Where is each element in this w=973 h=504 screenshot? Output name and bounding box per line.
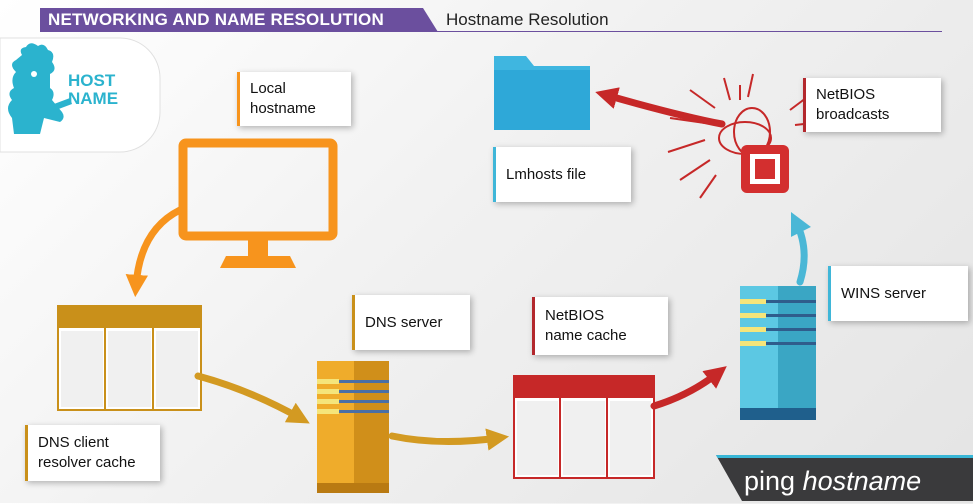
header-divider — [430, 31, 942, 32]
arrow-wins-to-broadcast — [790, 211, 812, 286]
label-netbios-name-cache: NetBIOS name cache — [532, 297, 668, 355]
ping-command-arg: hostname — [802, 466, 922, 496]
arrow-dns-to-netbios-cache — [388, 428, 510, 451]
label-dns-server: DNS server — [352, 295, 470, 350]
chip-broadcast-icon — [667, 73, 823, 199]
table-icon — [513, 375, 655, 479]
arrow-monitor-to-client-cache — [125, 206, 184, 298]
label-lmhosts-file: Lmhosts file — [493, 147, 631, 202]
table-icon — [57, 305, 202, 411]
logo-text-host: HOST — [68, 71, 116, 90]
arrow-netbios-cache-to-wins — [650, 366, 727, 410]
label-wins-server: WINS server — [828, 266, 968, 321]
label-dns-client-cache: DNS client resolver cache — [25, 425, 160, 481]
section-tab: NETWORKING AND NAME RESOLUTION — [40, 8, 438, 32]
hostname-logo: HOST NAME — [0, 37, 161, 153]
label-netbios-broadcasts: NetBIOS broadcasts — [803, 78, 941, 132]
label-local-hostname: Local hostname — [237, 72, 351, 126]
ping-command-box: ping hostname — [716, 455, 973, 501]
arrow-client-cache-to-dns — [194, 372, 310, 424]
arrow-broadcast-to-lmhosts — [595, 87, 726, 128]
server-icon — [740, 286, 816, 420]
page-title: Hostname Resolution — [446, 10, 609, 29]
ping-command-word: ping — [744, 466, 796, 496]
server-icon — [317, 361, 389, 493]
logo-text-name: NAME — [68, 89, 118, 108]
person-icon — [8, 43, 72, 134]
monitor-icon — [178, 138, 338, 268]
folder-icon — [494, 56, 590, 130]
